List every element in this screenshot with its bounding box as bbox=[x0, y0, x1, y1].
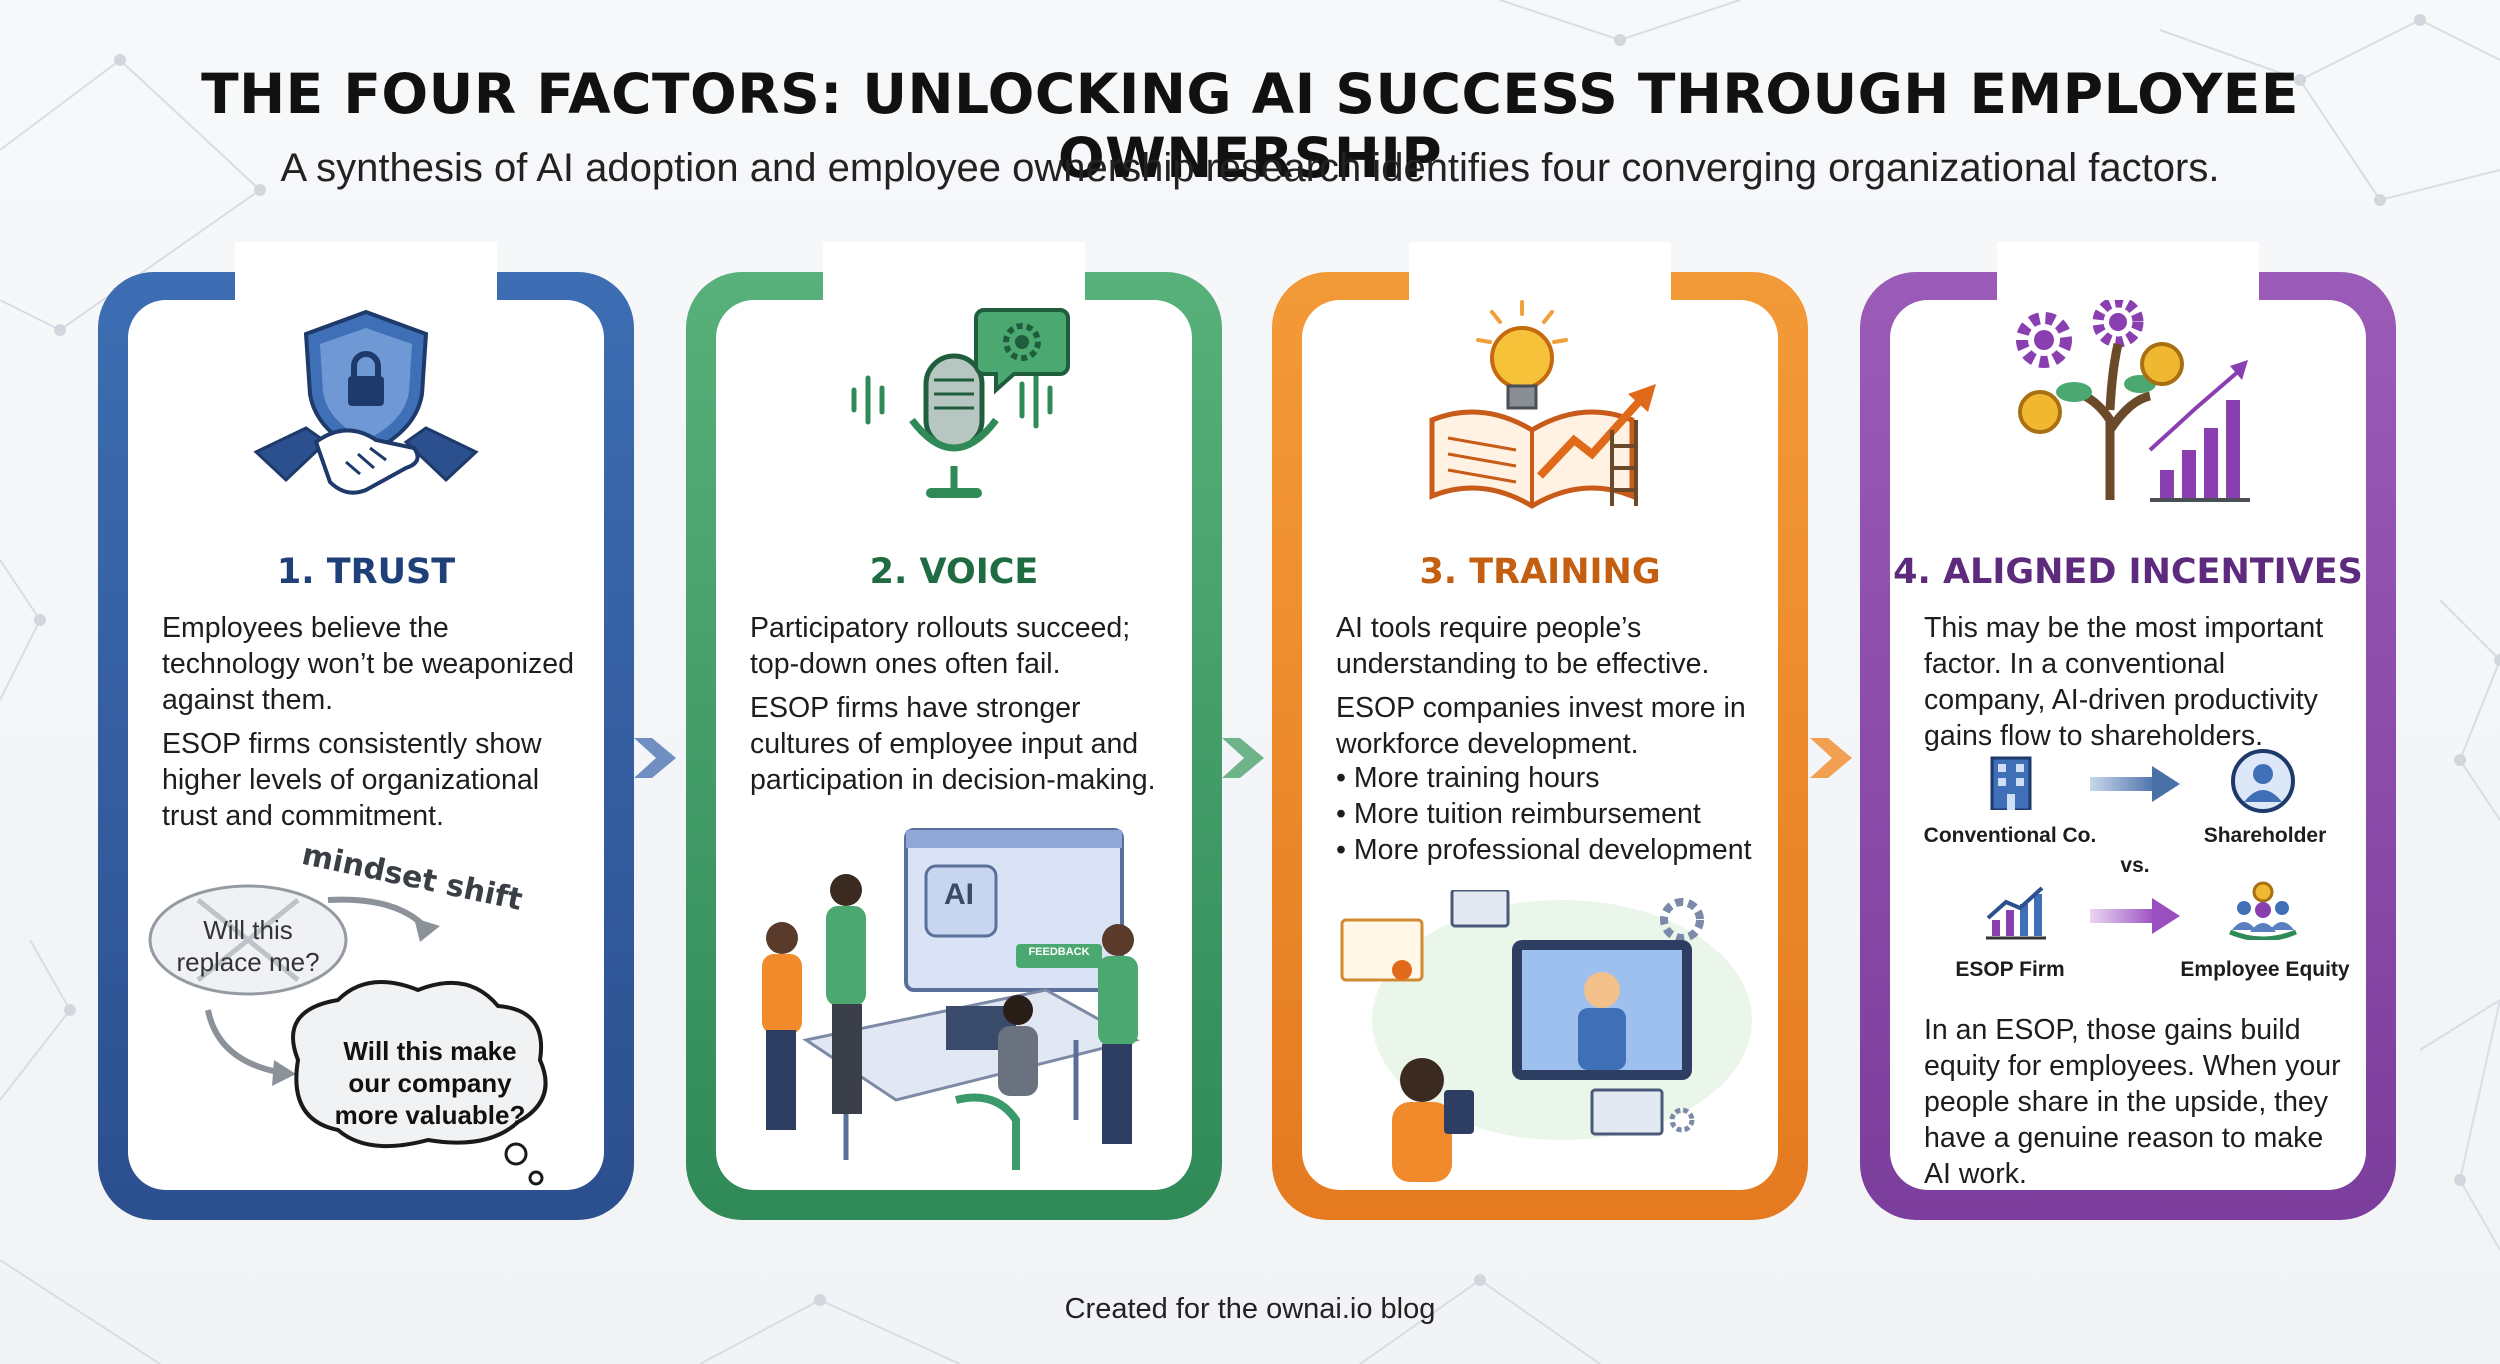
card-heading: 4. ALIGNED INCENTIVES bbox=[1893, 552, 2363, 592]
card-training: 3. TRAINING AI tools require people’s un… bbox=[1272, 242, 1808, 1220]
card-heading: 2. VOICE bbox=[869, 552, 1039, 592]
list-item: More tuition reimbursement bbox=[1336, 796, 1756, 832]
employee-equity-label: Employee Equity bbox=[2180, 958, 2350, 981]
card-paragraph: This may be the most important factor. I… bbox=[1924, 612, 2324, 752]
card-voice-inner: 2. VOICE Participatory rollouts succeed;… bbox=[716, 300, 1192, 1190]
card-aligned-incentives: 4. ALIGNED INCENTIVES This may be the mo… bbox=[1860, 242, 2396, 1220]
card-incentives-inner: 4. ALIGNED INCENTIVES This may be the mo… bbox=[1890, 300, 2366, 1190]
card-paragraph: Employees believe the technology won’t b… bbox=[162, 612, 574, 716]
book-lightbulb-growth-icon bbox=[1429, 300, 1656, 509]
building-icon bbox=[1990, 756, 2032, 810]
handshake-shield-icon bbox=[253, 309, 479, 495]
microphone-speech-icon bbox=[851, 308, 1070, 498]
page-title: THE FOUR FACTORS: UNLOCKING AI SUCCESS T… bbox=[201, 62, 2299, 190]
card-trust-inner: 1. TRUST Employees believe the technolog… bbox=[128, 300, 604, 1190]
card-paragraph: ESOP firms consistently show higher leve… bbox=[162, 728, 542, 832]
list-item: More training hours bbox=[1336, 760, 1756, 796]
card-paragraph: ESOP firms have stronger cultures of emp… bbox=[750, 692, 1156, 796]
esop-firm-label: ESOP Firm bbox=[1955, 958, 2065, 981]
arrow-right-icon bbox=[1810, 738, 1852, 778]
growth-chart-icon bbox=[1986, 886, 2046, 940]
footer-credit: Created for the ownai.io blog bbox=[1064, 1293, 1436, 1325]
arrow-right-icon bbox=[634, 738, 676, 778]
arrow-right-icon bbox=[1222, 738, 1264, 778]
card-trust: 1. TRUST Employees believe the technolog… bbox=[98, 242, 634, 1220]
feedback-label: FEEDBACK bbox=[1028, 946, 1090, 958]
money-tree-chart-icon bbox=[2016, 300, 2250, 502]
shareholder-avatar-icon bbox=[2231, 749, 2295, 813]
thought-new: Will this make our company more valuable… bbox=[334, 1036, 526, 1130]
training-bullets: More training hours More tuition reimbur… bbox=[1336, 760, 1756, 868]
list-item: More professional development bbox=[1336, 832, 1756, 868]
card-paragraph: Participatory rollouts succeed; top-down… bbox=[750, 612, 1131, 680]
team-collaboration-illustration bbox=[762, 828, 1141, 1170]
card-paragraph: In an ESOP, those gains build equity for… bbox=[1924, 1014, 2341, 1190]
shareholder-label: Shareholder bbox=[2203, 824, 2327, 847]
arrow-right-icon bbox=[2090, 766, 2180, 802]
card-voice: 2. VOICE Participatory rollouts succeed;… bbox=[686, 242, 1222, 1220]
card-paragraph: ESOP companies invest more in workforce … bbox=[1336, 692, 1746, 760]
conventional-co-label: Conventional Co. bbox=[1923, 824, 2097, 847]
mindset-shift-illustration bbox=[148, 884, 548, 1186]
screen-ai-label: AI bbox=[944, 878, 974, 911]
employee-equity-icon bbox=[2229, 881, 2297, 940]
card-paragraph: AI tools require people’s understanding … bbox=[1336, 612, 1710, 680]
online-learning-illustration bbox=[1340, 890, 1752, 1182]
arrow-right-icon bbox=[2090, 898, 2180, 934]
thought-old: Will this replace me? bbox=[176, 915, 320, 977]
card-training-inner: 3. TRAINING AI tools require people’s un… bbox=[1302, 300, 1778, 1190]
page-subtitle: A synthesis of AI adoption and employee … bbox=[280, 146, 2220, 190]
vs-label: vs. bbox=[2120, 854, 2150, 877]
card-heading: 1. TRUST bbox=[276, 552, 456, 592]
card-heading: 3. TRAINING bbox=[1419, 552, 1661, 592]
